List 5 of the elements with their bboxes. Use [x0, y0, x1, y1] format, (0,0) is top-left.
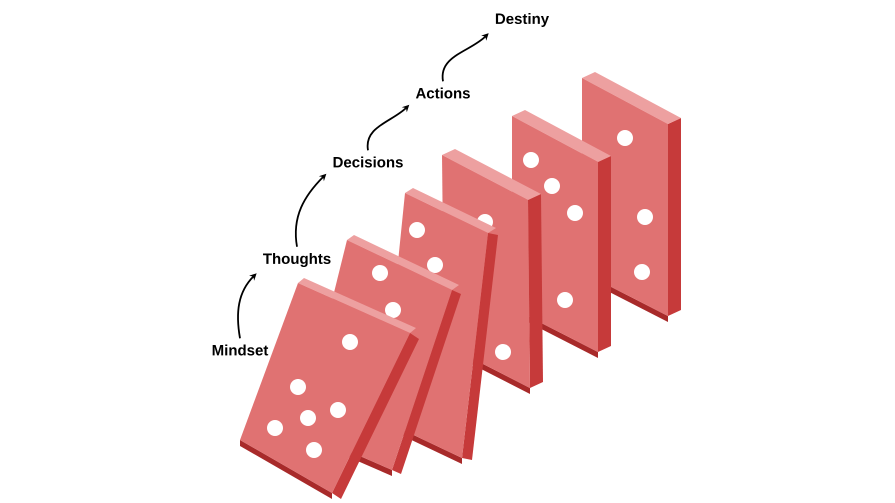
step-label: Mindset — [212, 344, 268, 356]
step-label: Actions — [416, 88, 470, 98]
step-label: Decisions — [334, 156, 403, 168]
step-label: Thoughts — [263, 252, 331, 268]
step-label: Destiny — [496, 13, 550, 27]
